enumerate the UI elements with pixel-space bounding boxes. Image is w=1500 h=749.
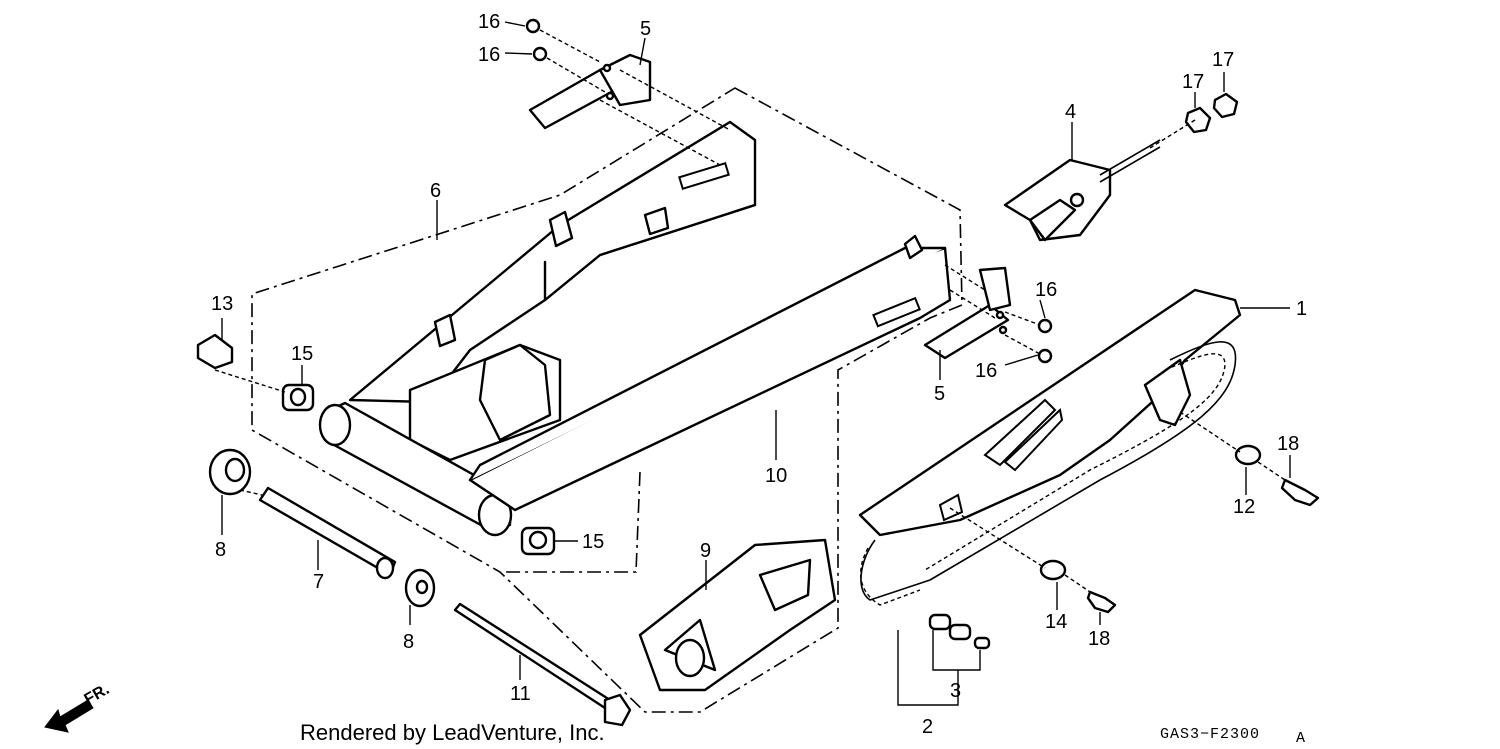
callout-8-right: 8 <box>403 631 414 653</box>
callout-3: 3 <box>950 680 961 702</box>
callout-16-d: 16 <box>975 360 997 382</box>
assembly-dashed-lines <box>214 69 1241 569</box>
callout-11: 11 <box>510 683 531 705</box>
nut-b <box>1212 92 1239 119</box>
callout-10: 10 <box>765 465 787 487</box>
chain-slider <box>638 538 837 692</box>
dust-seal-right <box>404 568 436 608</box>
callout-12: 12 <box>1233 496 1255 518</box>
callout-13: 13 <box>211 293 233 315</box>
callout-9: 9 <box>700 540 711 562</box>
callout-2: 2 <box>922 716 933 738</box>
nut-a <box>1184 106 1212 134</box>
callout-1: 1 <box>1296 298 1307 320</box>
collar-lower <box>1039 559 1067 581</box>
bushing-lower <box>520 526 556 556</box>
callout-15-lower: 15 <box>582 531 604 553</box>
chain-adjuster-bolt <box>1003 139 1161 242</box>
screw-lower-a <box>1004 311 1053 334</box>
chain-case <box>858 288 1242 537</box>
callout-5-lower: 5 <box>934 383 945 405</box>
assembly-boundary <box>251 87 963 713</box>
callout-8-left: 8 <box>215 539 226 561</box>
dust-seal-left <box>208 448 252 496</box>
drive-chain <box>860 341 1237 606</box>
callout-18-lower: 18 <box>1088 628 1110 650</box>
diagram-code: GAS3−F2300 <box>1160 726 1260 743</box>
chain-joint <box>928 613 991 650</box>
screw-lower-b <box>1004 334 1053 364</box>
callout-6: 6 <box>430 180 441 202</box>
screw-upper-b <box>532 46 606 93</box>
callout-14: 14 <box>1045 611 1067 633</box>
callout-16-c: 16 <box>1035 279 1057 301</box>
callout-18-upper: 18 <box>1277 433 1299 455</box>
callout-16-a: 16 <box>478 11 500 33</box>
pivot-collar <box>258 486 397 580</box>
render-credit: Rendered by LeadVenture, Inc. <box>300 720 605 745</box>
callout-labels: 1 2 3 4 5 5 6 7 8 8 9 10 11 12 13 14 15 … <box>211 11 1307 738</box>
callout-15-upper: 15 <box>291 343 313 365</box>
callout-4: 4 <box>1065 101 1076 123</box>
adjuster-plate-lower <box>923 266 1012 360</box>
callout-17-a: 17 <box>1182 71 1204 93</box>
cap-nut <box>196 333 234 370</box>
leader-lines <box>221 21 1291 706</box>
screw-upper-a <box>525 18 601 63</box>
swingarm <box>318 120 952 537</box>
callout-5-upper: 5 <box>640 18 651 40</box>
callout-7: 7 <box>313 571 324 593</box>
callout-16-b: 16 <box>478 44 500 66</box>
bushing-upper <box>281 383 315 412</box>
collar-upper <box>1234 444 1262 466</box>
flange-bolt-upper <box>1257 461 1320 507</box>
front-direction-arrow-icon: FR. <box>44 681 112 733</box>
callout-17-b: 17 <box>1212 49 1234 71</box>
adjuster-plate-upper <box>528 53 652 130</box>
flange-bolt-lower <box>1064 574 1117 614</box>
diagram-revision: A <box>1296 730 1306 747</box>
pivot-bolt <box>453 602 632 727</box>
